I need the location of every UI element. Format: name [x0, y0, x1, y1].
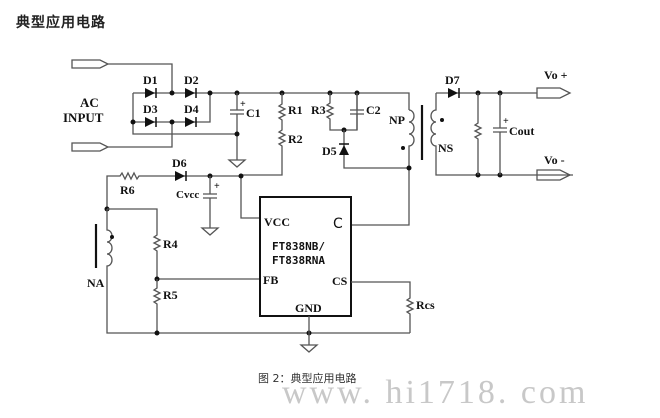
label-c2: C2: [366, 103, 381, 117]
cvcc-plus: +: [214, 181, 220, 192]
label-d6: D6: [172, 156, 187, 170]
label-c1: C1: [246, 106, 261, 120]
resistors-r1-r2: [240, 93, 287, 219]
label-r2: R2: [288, 132, 303, 146]
diode-d4: [185, 117, 197, 127]
label-cout: Cout: [509, 124, 534, 138]
pin-gnd: GND: [295, 301, 322, 315]
ac-input-connector-bottom: [71, 122, 173, 152]
ic-part-line2: FT838RNA: [272, 254, 325, 267]
transformer: [349, 93, 573, 226]
label-r1: R1: [288, 103, 303, 117]
label-d4: D4: [184, 102, 199, 116]
bridge-rectifier: [130, 88, 237, 135]
capacitor-c1: [227, 93, 247, 168]
label-d7: D7: [445, 73, 460, 87]
label-r4: R4: [163, 237, 178, 251]
label-d2: D2: [184, 73, 199, 87]
label-r6: R6: [120, 183, 135, 197]
label-r3: R3: [311, 103, 326, 117]
label-vo-plus: Vo +: [544, 68, 568, 82]
label-r5: R5: [163, 288, 178, 302]
diode-d2: [185, 88, 197, 98]
ac-input-connector-top: [71, 59, 173, 93]
controller-ic: [259, 196, 415, 353]
diode-d1: [145, 88, 157, 98]
label-vo-minus: Vo -: [544, 153, 565, 167]
ic-part-line1: FT838NB/: [272, 240, 325, 253]
label-np: NP: [389, 113, 405, 127]
label-cvcc: Cvcc: [176, 189, 199, 201]
label-d5: D5: [322, 144, 337, 158]
pin-c: C: [333, 216, 343, 232]
label-rcs: Rcs: [416, 298, 435, 312]
cout-plus: +: [503, 116, 509, 127]
pin-fb: FB: [263, 273, 278, 287]
diode-d3: [145, 117, 157, 127]
top-rail: [237, 92, 410, 110]
pin-cs: CS: [332, 274, 348, 288]
snubber-network: [325, 93, 409, 169]
label-na: NA: [87, 276, 105, 290]
label-input: INPUT: [63, 110, 104, 125]
feedback-divider: [94, 206, 410, 336]
label-d1: D1: [143, 73, 158, 87]
label-ac: AC: [80, 95, 99, 110]
label-d3: D3: [143, 102, 158, 116]
watermark: www. hi1718. com: [282, 374, 589, 411]
section-heading: 典型应用电路: [16, 15, 106, 31]
figure-caption: 图 2：典型应用电路: [258, 372, 357, 385]
secondary-output: [436, 87, 572, 181]
aux-supply: [106, 171, 244, 236]
pin-vcc: VCC: [264, 215, 290, 229]
label-ns: NS: [438, 141, 454, 155]
c1-plus: +: [240, 99, 246, 110]
